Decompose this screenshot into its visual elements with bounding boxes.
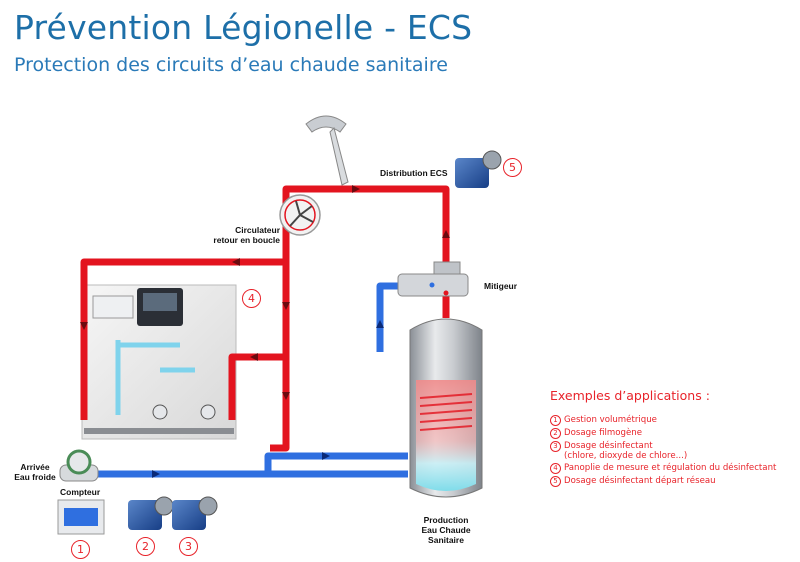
circulator-pump [279, 194, 321, 236]
panel-controller [137, 288, 183, 326]
marker-2: 2 [136, 537, 155, 556]
legend-title: Exemples d’applications : [550, 388, 710, 403]
legend-text: Dosage désinfectant (chlore, dioxyde de … [564, 441, 688, 461]
label-mitigeur: Mitigeur [484, 281, 518, 291]
applications-legend: Exemples d’applications : 1 Gestion volu… [550, 388, 795, 489]
legend-item: 5 Dosage désinfectant départ réseau [550, 476, 795, 487]
meter-controller [57, 499, 105, 535]
legend-number: 2 [550, 428, 561, 439]
panel-gauges [152, 404, 216, 420]
legend-number: 4 [550, 463, 561, 474]
dosing-pump-3 [172, 496, 218, 530]
legend-item: 1 Gestion volumétrique [550, 415, 795, 426]
water-meter [59, 449, 99, 482]
cold-flow-arrows [152, 320, 384, 478]
legend-text: Dosage désinfectant départ réseau [564, 476, 716, 486]
label-circulateur: Circulateur retour en boucle [213, 225, 280, 245]
legend-item: 4 Panoplie de mesure et régulation du dé… [550, 463, 795, 474]
marker-5: 5 [503, 158, 522, 177]
legend-number: 1 [550, 415, 561, 426]
mixing-valve [397, 261, 469, 297]
shower-head [305, 115, 349, 186]
panel-piping [115, 340, 195, 415]
label-arrivee-eau-froide: Arrivée Eau froide [14, 462, 56, 482]
legend-text: Gestion volumétrique [564, 415, 657, 425]
marker-3: 3 [179, 537, 198, 556]
legend-number: 3 [550, 441, 561, 452]
label-production: Production Eau Chaude Sanitaire [421, 515, 471, 545]
cold-water-pipes [75, 282, 408, 478]
legend-text: Dosage filmogène [564, 428, 642, 438]
legend-item: 2 Dosage filmogène [550, 428, 795, 439]
flow-arrows [80, 185, 450, 400]
panel-sensor-box [92, 295, 134, 319]
label-compteur: Compteur [60, 487, 101, 497]
dosing-pump-5 [455, 150, 502, 188]
label-distribution-ecs: Distribution ECS [380, 168, 448, 178]
legend-item: 3 Dosage désinfectant (chlore, dioxyde d… [550, 441, 795, 461]
marker-4: 4 [242, 289, 261, 308]
legend-text: Panoplie de mesure et régulation du dési… [564, 463, 777, 473]
panel-bottom-pipe [84, 428, 234, 434]
legend-number: 5 [550, 476, 561, 487]
dosing-pump-2 [128, 496, 174, 530]
page-title: Prévention Légionelle - ECS [14, 8, 473, 47]
marker-1: 1 [71, 540, 90, 559]
hot-water-tank [409, 318, 483, 498]
page-subtitle: Protection des circuits d’eau chaude san… [14, 54, 448, 76]
